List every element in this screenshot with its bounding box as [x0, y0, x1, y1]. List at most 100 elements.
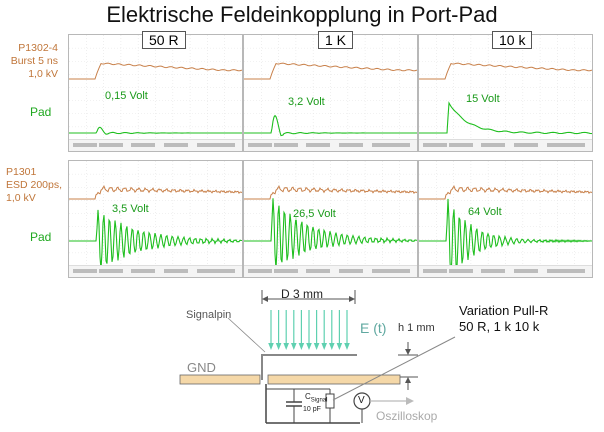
status-field — [248, 143, 272, 147]
status-field — [481, 143, 505, 147]
field-arrow-head — [344, 343, 350, 350]
scope-status-bar — [419, 139, 592, 151]
field-arrow-head — [283, 343, 289, 350]
row1-source-label: P1302-4 Burst 5 ns 1,0 kV — [6, 42, 58, 81]
scope-status-bar — [244, 139, 417, 151]
dim-d-arrow-right — [349, 296, 355, 302]
oszi-arrowhead — [406, 397, 414, 405]
status-field — [99, 143, 123, 147]
field-arrow-head — [298, 343, 305, 350]
scope-panel-row1-1k — [243, 34, 418, 152]
row1-pad-label: Pad — [30, 105, 52, 119]
field-arrow-head — [336, 343, 343, 350]
signalpin-pointer — [227, 317, 266, 353]
field-arrow-head — [329, 343, 335, 350]
dim-h-arrowhead-top — [405, 349, 411, 355]
row2-source-label: P1301 ESD 200ps, 1,0 kV — [6, 166, 68, 205]
status-field — [131, 269, 155, 273]
orange-trace-1k — [244, 185, 417, 200]
orange-trace-50r — [69, 62, 242, 80]
oszilloskop-label: Oszilloskop — [376, 409, 438, 423]
scope-screen — [244, 35, 417, 140]
signalpin-label: Signalpin — [186, 309, 232, 321]
green-trace-10k — [419, 198, 592, 277]
status-field — [197, 269, 235, 273]
row2-pad-label: Pad — [30, 230, 52, 244]
status-field — [339, 269, 363, 273]
status-field — [306, 269, 330, 273]
scope-status-bar — [419, 265, 592, 277]
status-field — [73, 269, 97, 273]
status-field — [481, 269, 505, 273]
orange-trace-50r — [69, 185, 242, 200]
scope-screen — [69, 35, 242, 140]
field-arrow-head — [268, 343, 274, 350]
dim-h-arrowhead-bottom — [405, 377, 411, 383]
scope-status-bar — [69, 139, 242, 151]
green-trace-50r — [69, 126, 242, 135]
status-field — [339, 143, 363, 147]
status-field — [306, 143, 330, 147]
field-arrows-icon — [268, 310, 350, 350]
coupling-diagram — [179, 290, 456, 424]
voltage-row2-1k: 26,5 Volt — [293, 208, 336, 220]
orange-trace-10k — [419, 62, 592, 80]
signal-pad-plate — [261, 354, 357, 380]
green-trace-1k — [244, 114, 417, 137]
green-trace-1k — [244, 198, 417, 270]
variation-values: 50 R, 1 k 10 k — [459, 319, 540, 334]
status-field — [131, 143, 155, 147]
row2-label-line1: P1301 — [6, 166, 37, 178]
variation-pointer — [332, 336, 456, 401]
field-label: E (t) — [360, 320, 387, 336]
voltage-row2-10k: 64 Volt — [468, 206, 502, 218]
scope-screen — [419, 161, 592, 277]
status-field — [449, 143, 473, 147]
field-arrow-head — [321, 343, 327, 350]
status-field — [164, 143, 188, 147]
status-field — [514, 269, 538, 273]
status-field — [547, 143, 585, 147]
width-label: D 3 mm — [281, 287, 323, 301]
scope-status-bar — [244, 265, 417, 277]
status-field — [423, 143, 447, 147]
voltmeter-symbol: V — [358, 395, 365, 406]
status-field — [449, 269, 473, 273]
column-header-50r: 50 R — [142, 31, 186, 49]
scope-panel-row1-50r — [68, 34, 243, 152]
green-trace-50r — [69, 209, 242, 270]
voltage-row1-10k: 15 Volt — [466, 93, 500, 105]
row2-label-line2: ESD 200ps, — [6, 179, 63, 191]
gnd-label: GND — [187, 360, 216, 375]
status-field — [372, 143, 410, 147]
status-field — [274, 269, 298, 273]
capacitor-value: 10 pF — [303, 406, 321, 413]
field-arrow-head — [306, 343, 312, 350]
green-trace-10k — [419, 101, 592, 135]
capacitor-label-main: C — [305, 392, 311, 401]
status-field — [372, 269, 410, 273]
status-field — [197, 143, 235, 147]
status-field — [514, 143, 538, 147]
row1-label-line2: Burst 5 ns — [10, 55, 58, 67]
scope-panel-row2-10k — [418, 160, 593, 278]
capacitor-label: CSignal — [305, 392, 327, 404]
status-field — [99, 269, 123, 273]
column-header-10k: 10 k — [492, 31, 533, 49]
scope-status-bar — [69, 265, 242, 277]
scope-screen — [69, 161, 242, 270]
row1-label-line1: P1302-4 — [18, 42, 58, 54]
field-arrow-head — [291, 343, 297, 350]
orange-trace-10k — [419, 185, 592, 200]
status-field — [73, 143, 97, 147]
status-field — [164, 269, 188, 273]
orange-trace-1k — [244, 62, 417, 80]
height-label: h 1 mm — [398, 322, 435, 334]
scope-panel-row2-50r — [68, 160, 243, 278]
status-field — [547, 269, 585, 273]
variation-title: Variation Pull-R — [459, 303, 549, 318]
row2-label-line3: 1,0 kV — [6, 192, 36, 204]
gnd-plane-left — [179, 374, 261, 385]
voltage-row1-1k: 3,2 Volt — [288, 96, 325, 108]
field-arrow-head — [275, 343, 282, 350]
